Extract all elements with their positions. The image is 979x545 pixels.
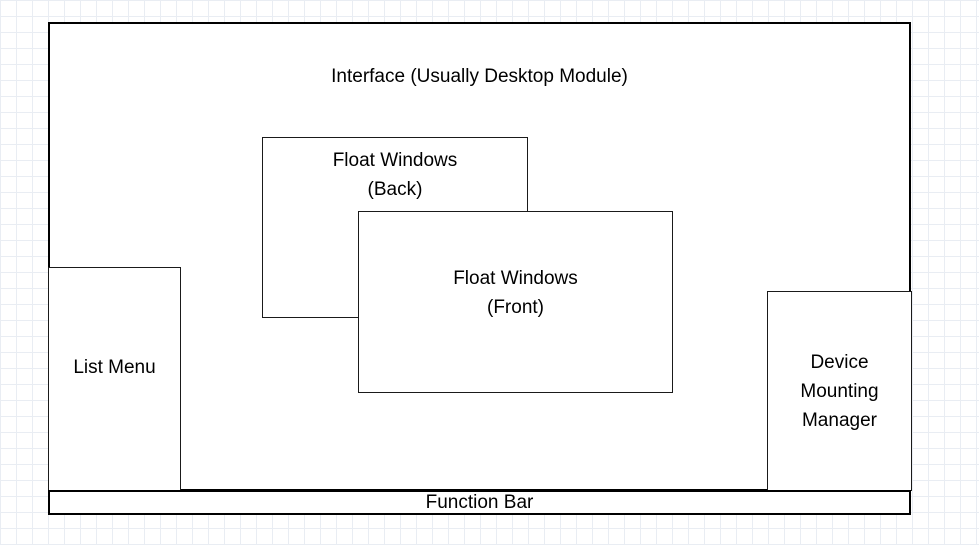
function-bar-box: Function Bar [48, 490, 911, 515]
float-windows-back-label: Float Windows (Back) [332, 150, 458, 200]
interface-label: Interface (Usually Desktop Module) [331, 66, 628, 87]
function-bar-label: Function Bar [425, 492, 534, 513]
list-menu-label: List Menu [73, 357, 156, 378]
float-windows-front-box: Float Windows (Front) [358, 211, 673, 393]
list-menu-box: List Menu [48, 267, 181, 491]
device-mounting-manager-label: Device Mounting Manager [800, 351, 879, 431]
device-mounting-manager-box: Device Mounting Manager [767, 291, 912, 491]
float-windows-front-label: Float Windows (Front) [453, 268, 578, 318]
